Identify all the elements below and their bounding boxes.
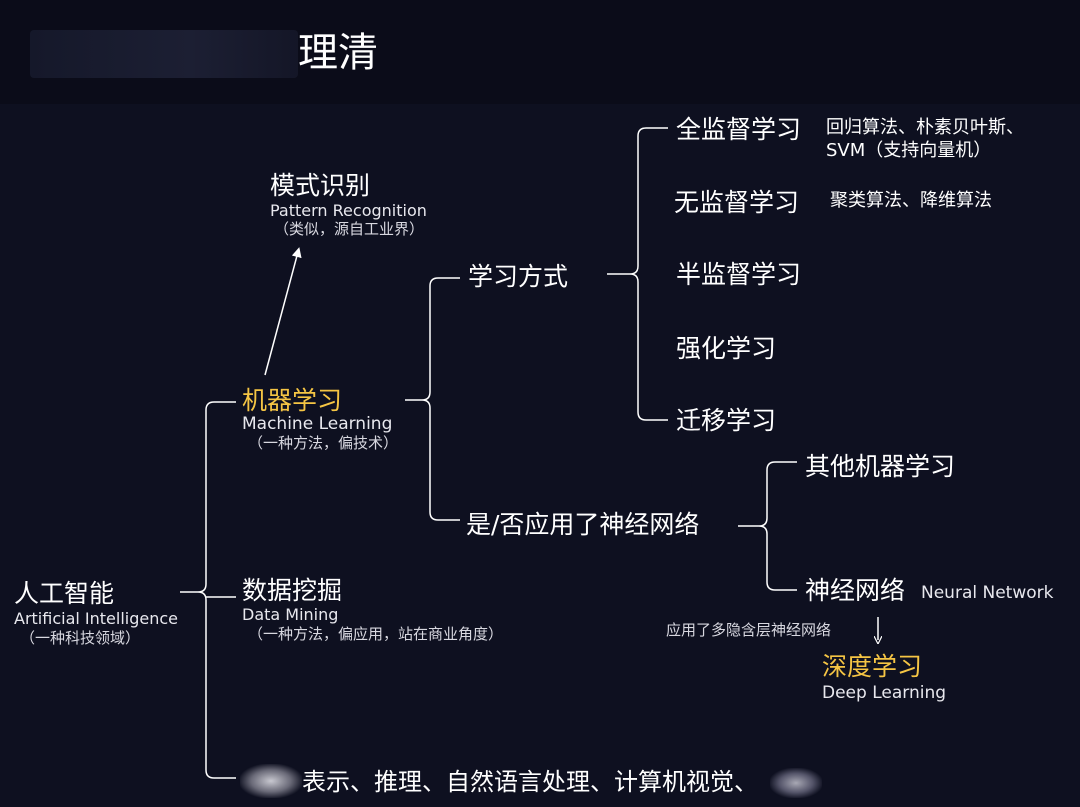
page-title: 理清 — [298, 30, 378, 76]
ml-brace — [405, 277, 460, 521]
full-supervised-desc: 回归算法、朴素贝叶斯、 SVM（支持向量机） — [826, 117, 1024, 162]
learning-mode-brace — [607, 127, 668, 421]
unsupervised-label: 无监督学习 — [674, 188, 800, 217]
data-mining-en: Data Mining — [242, 605, 339, 624]
ai-sub: （一种科技领域） — [20, 629, 141, 647]
bottom-blurred-region — [240, 764, 302, 798]
machine-learning-en: Machine Learning — [242, 414, 393, 434]
machine-learning-sub: （一种方法，偏技术） — [248, 434, 399, 452]
neural-network-label: 神经网络 — [805, 576, 906, 605]
ai-en: Artificial Intelligence — [14, 609, 178, 628]
pattern-recognition-sub: （类似，源自工业界） — [274, 220, 425, 238]
machine-learning-label: 机器学习 — [242, 386, 343, 415]
unsupervised-desc: 聚类算法、降维算法 — [830, 190, 992, 211]
arrow-to-pattern-recognition — [264, 247, 302, 376]
title-blurred-region — [30, 30, 298, 78]
reinforcement-label: 强化学习 — [676, 334, 777, 363]
neural-brace — [738, 461, 797, 591]
bottom-blurred-region-end — [770, 768, 822, 798]
pattern-recognition-label: 模式识别 — [270, 171, 371, 200]
bottom-branch-text: 表示、推理、自然语言处理、计算机视觉、 — [302, 768, 758, 796]
deep-learning-label: 深度学习 — [822, 652, 923, 681]
ai-label: 人工智能 — [14, 579, 115, 608]
data-mining-label: 数据挖掘 — [242, 576, 343, 605]
neural-network-en: Neural Network — [921, 583, 1054, 603]
data-mining-sub: （一种方法，偏应用，站在商业角度） — [248, 625, 504, 643]
learning-mode-label: 学习方式 — [468, 262, 569, 291]
full-supervised-label: 全监督学习 — [676, 115, 802, 144]
deep-learning-en: Deep Learning — [822, 683, 947, 703]
transfer-label: 迁移学习 — [676, 406, 777, 435]
multi-hidden-layer-text: 应用了多隐含层神经网络 — [666, 621, 832, 639]
semi-supervised-label: 半监督学习 — [676, 260, 802, 289]
neural-question-label: 是/否应用了神经网络 — [466, 510, 700, 539]
root-brace — [180, 401, 236, 779]
pattern-recognition-en: Pattern Recognition — [270, 201, 427, 220]
other-ml-label: 其他机器学习 — [805, 452, 956, 481]
